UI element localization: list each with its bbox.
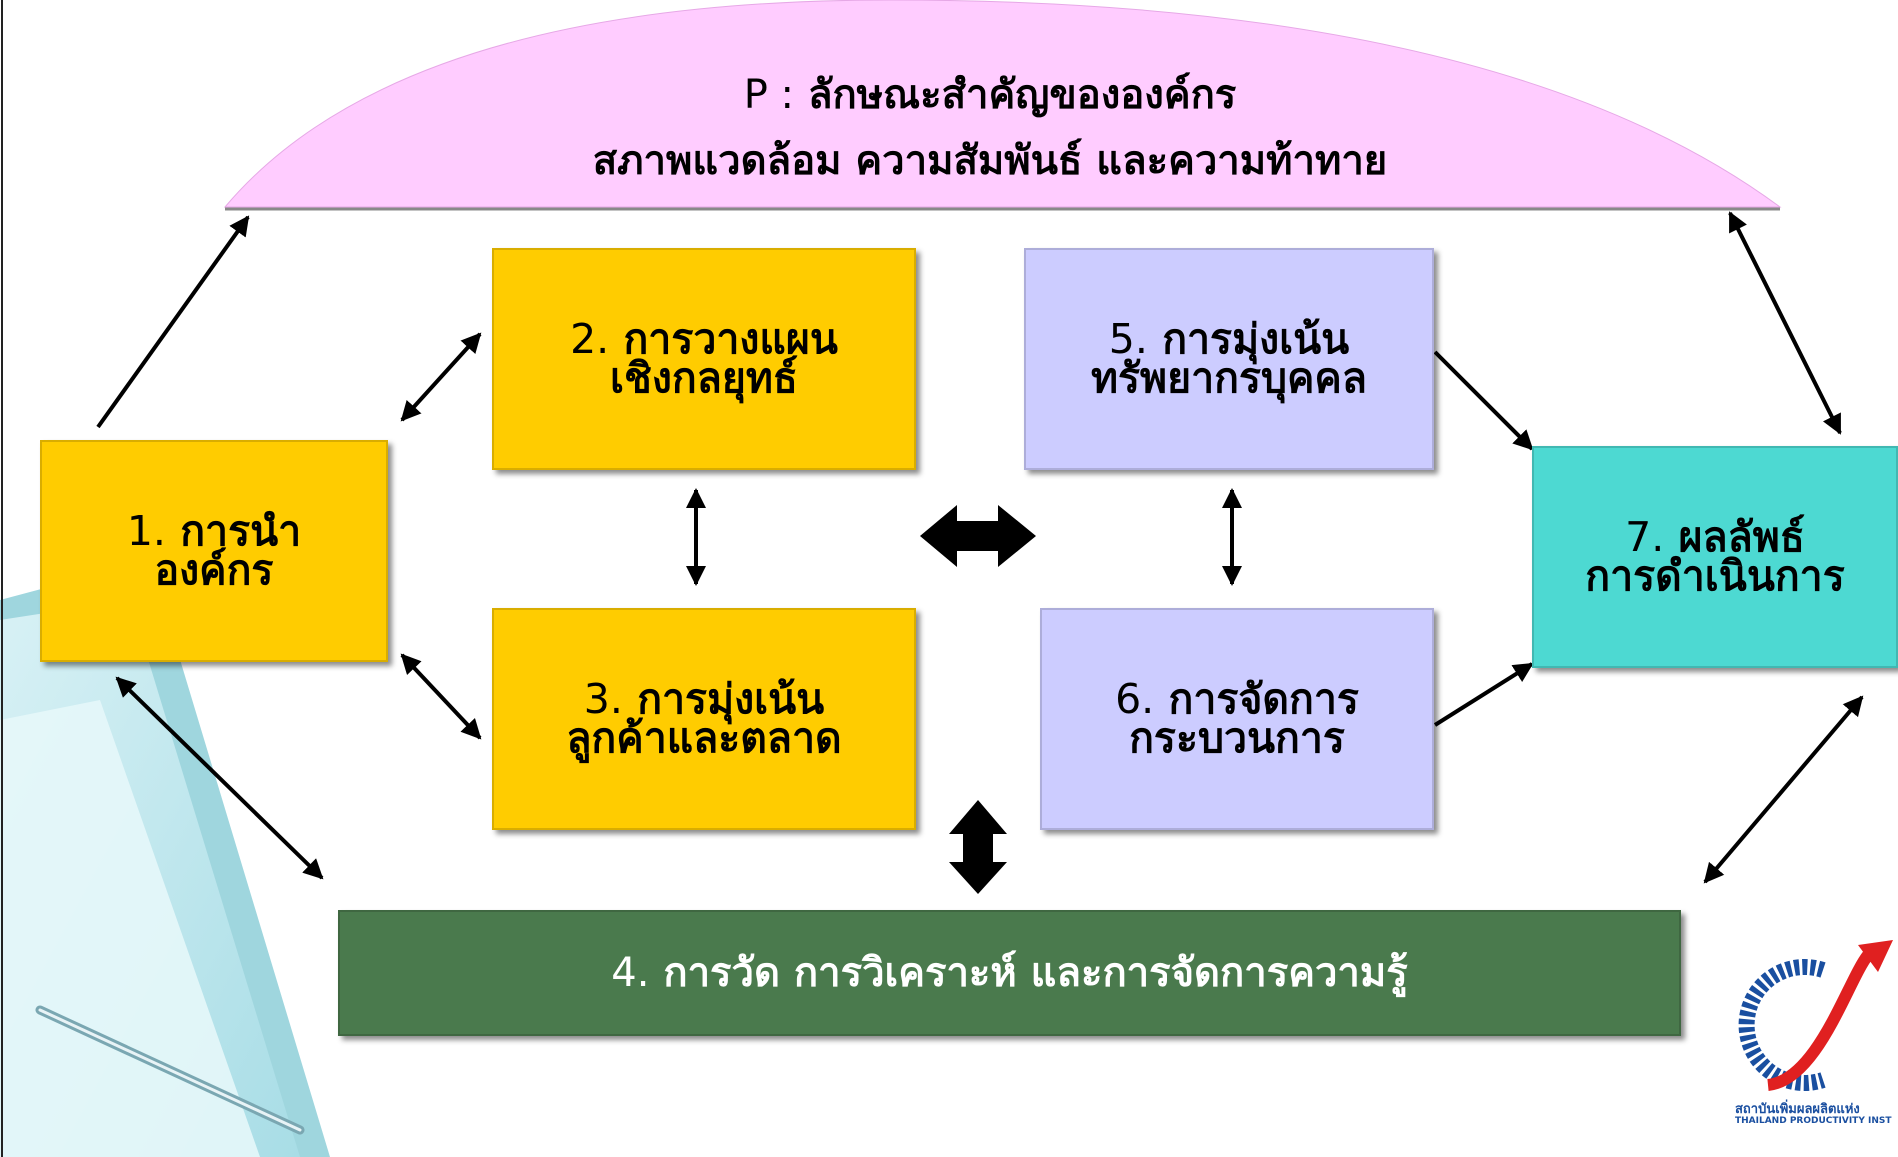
box-6-title: การจัดการ — [1168, 675, 1359, 723]
header-prefix: P : — [743, 72, 795, 118]
box-6-number: 6. — [1115, 675, 1155, 723]
box-7-number: 7. — [1625, 513, 1665, 561]
logo-ring-icon — [1738, 959, 1826, 1091]
arrow-left-right-center — [920, 505, 1036, 567]
box-measurement-knowledge[interactable]: 4. การวัด การวิเคราะห์ และการจัดการความร… — [338, 910, 1681, 1036]
logo-english-name: THAILAND PRODUCTIVITY INST — [1735, 1116, 1892, 1126]
ftpi-logo — [1738, 940, 1893, 1091]
box-5-title: การมุ่งเน้น — [1162, 315, 1350, 363]
box-1-title: การนำ — [180, 507, 302, 555]
box-workforce-focus[interactable]: 5. การมุ่งเน้น ทรัพยากรบุคคล — [1024, 248, 1434, 470]
box-7-title: ผลลัพธ์ — [1678, 513, 1805, 561]
box-leadership[interactable]: 1. การนำ องค์กร — [40, 440, 388, 662]
box-3-number: 3. — [583, 675, 623, 723]
arrow-b1-b3 — [400, 653, 482, 740]
logo-thai-name: สถาบันเพิ่มผลผลิตแห่ง — [1735, 1102, 1860, 1117]
box-4-number: 4. — [611, 949, 650, 996]
box-results[interactable]: 7. ผลลัพธ์ การดำเนินการ — [1532, 446, 1898, 668]
header-line-1: P : ลักษณะสำคัญขององค์กร — [400, 62, 1580, 126]
box-3-subtitle: ลูกค้าและตลาด — [566, 714, 842, 762]
box-1-number: 1. — [126, 507, 166, 555]
logo-red-arrow-icon — [1766, 951, 1873, 1091]
box-2-number: 2. — [570, 315, 610, 363]
box-6-subtitle: กระบวนการ — [1129, 714, 1345, 762]
arrow-b1-b4 — [115, 676, 324, 880]
box-5-subtitle: ทรัพยากรบุคคล — [1091, 354, 1367, 402]
box-customer-focus[interactable]: 3. การมุ่งเน้น ลูกค้าและตลาด — [492, 608, 916, 830]
box-1-subtitle: องค์กร — [154, 546, 274, 594]
arrow-b1-to-header — [96, 215, 250, 429]
pen-icon — [35, 1005, 305, 1135]
notebook-paper-front — [0, 700, 260, 1157]
arrow-b6-b7 — [1433, 662, 1534, 727]
box-7-subtitle: การดำเนินการ — [1585, 552, 1845, 600]
arrow-b5-b7 — [1433, 350, 1534, 451]
arrow-b1-b2 — [400, 332, 482, 422]
header-title: ลักษณะสำคัญขององค์กร — [807, 72, 1237, 118]
box-4-title: การวัด การวิเคราะห์ และการจัดการความรู้ — [663, 949, 1408, 996]
box-3-title: การมุ่งเน้น — [637, 675, 825, 723]
box-process-management[interactable]: 6. การจัดการ กระบวนการ — [1040, 608, 1434, 830]
box-2-subtitle: เชิงกลยุทธ์ — [610, 354, 798, 402]
arrow-b7-b4 — [1703, 695, 1864, 884]
header-dome — [223, 0, 1782, 211]
header-line-2: สภาพแวดล้อม ความสัมพันธ์ และความท้าทาย — [592, 138, 1388, 184]
arrow-up-down-center — [949, 800, 1007, 894]
box-5-number: 5. — [1108, 315, 1148, 363]
box-2-title: การวางแผน — [623, 315, 838, 363]
arrow-header-b7 — [1728, 211, 1842, 435]
box-strategic-planning[interactable]: 2. การวางแผน เชิงกลยุทธ์ — [492, 248, 916, 470]
